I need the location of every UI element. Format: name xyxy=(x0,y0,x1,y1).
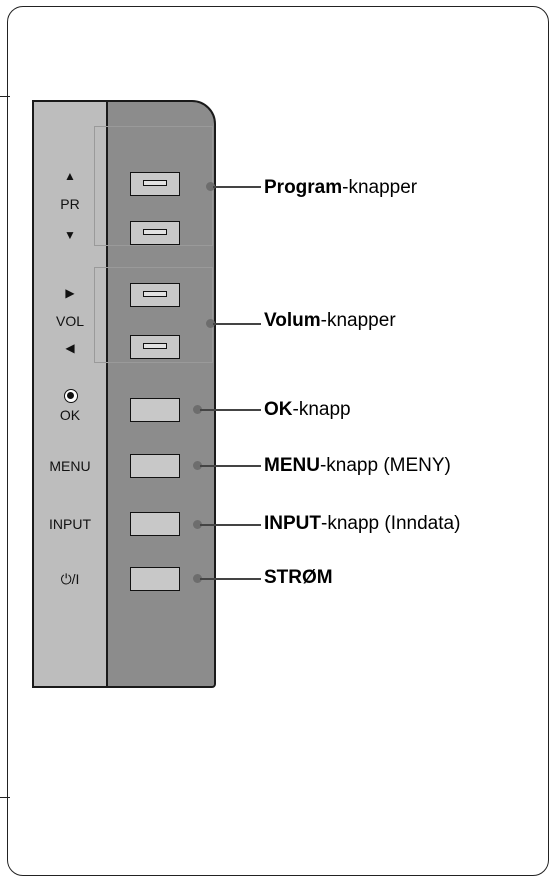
button-slot-icon xyxy=(143,229,167,235)
ok-callout-bold: OK xyxy=(264,399,293,420)
input-button[interactable] xyxy=(130,512,180,536)
program-up-button[interactable] xyxy=(130,172,180,196)
volume-callout-bold: Volum xyxy=(264,310,321,331)
ok-button[interactable] xyxy=(130,398,180,422)
volume-down-button[interactable] xyxy=(130,335,180,359)
ok-indicator-icon xyxy=(64,389,78,403)
input-callout: INPUT-knapp (Inndata) xyxy=(264,513,460,535)
volume-leader-line xyxy=(213,323,261,325)
menu-callout-bold: MENU xyxy=(264,455,320,476)
margin-tick-bottom xyxy=(0,797,10,798)
menu-leader-line xyxy=(200,465,261,467)
volume-leader-dot xyxy=(206,319,215,328)
input-leader-dot xyxy=(193,520,202,529)
menu-callout-rest: -knapp (MENY) xyxy=(319,455,451,476)
pr-label: PR xyxy=(60,196,80,212)
input-label: INPUT xyxy=(49,516,91,532)
volume-button-group xyxy=(94,267,213,363)
power-callout: STRØM xyxy=(264,567,333,589)
power-button[interactable] xyxy=(130,567,180,591)
power-leader-line xyxy=(200,578,261,580)
vol-right-arrow-icon: ▶ xyxy=(65,286,75,300)
menu-label: MENU xyxy=(49,458,91,474)
ok-callout-rest: -knapp xyxy=(292,399,351,420)
input-callout-bold: INPUT xyxy=(264,513,321,534)
vol-label: VOL xyxy=(55,313,84,329)
program-callout: Program-knapper xyxy=(264,177,417,199)
program-callout-bold: Program xyxy=(264,177,343,198)
ok-leader-dot xyxy=(193,405,202,414)
ok-callout: OK-knapp xyxy=(264,399,351,421)
input-callout-rest: -knapp (Inndata) xyxy=(321,513,461,534)
power-callout-bold: STRØM xyxy=(264,567,333,588)
power-label: ⏻/I xyxy=(60,571,80,587)
button-slot-icon xyxy=(143,343,167,349)
menu-callout: MENU-knapp (MENY) xyxy=(264,455,451,477)
program-leader-line xyxy=(213,186,261,188)
button-slot-icon xyxy=(143,180,167,186)
volume-up-button[interactable] xyxy=(130,283,180,307)
program-leader-dot xyxy=(206,182,215,191)
margin-tick-top xyxy=(0,96,10,97)
control-panel-front xyxy=(32,100,108,688)
power-leader-dot xyxy=(193,574,202,583)
button-slot-icon xyxy=(143,291,167,297)
pr-up-arrow-icon: ▲ xyxy=(64,169,76,183)
ok-label: OK xyxy=(59,407,81,423)
volume-callout: Volum-knapper xyxy=(264,310,396,332)
menu-button[interactable] xyxy=(130,454,180,478)
menu-leader-dot xyxy=(193,461,202,470)
program-down-button[interactable] xyxy=(130,221,180,245)
program-callout-rest: -knapper xyxy=(342,177,418,198)
vol-left-arrow-icon: ◀ xyxy=(65,341,75,355)
pr-down-arrow-icon: ▼ xyxy=(64,228,76,242)
volume-callout-rest: -knapper xyxy=(320,310,396,331)
ok-leader-line xyxy=(200,409,261,411)
input-leader-line xyxy=(200,524,261,526)
